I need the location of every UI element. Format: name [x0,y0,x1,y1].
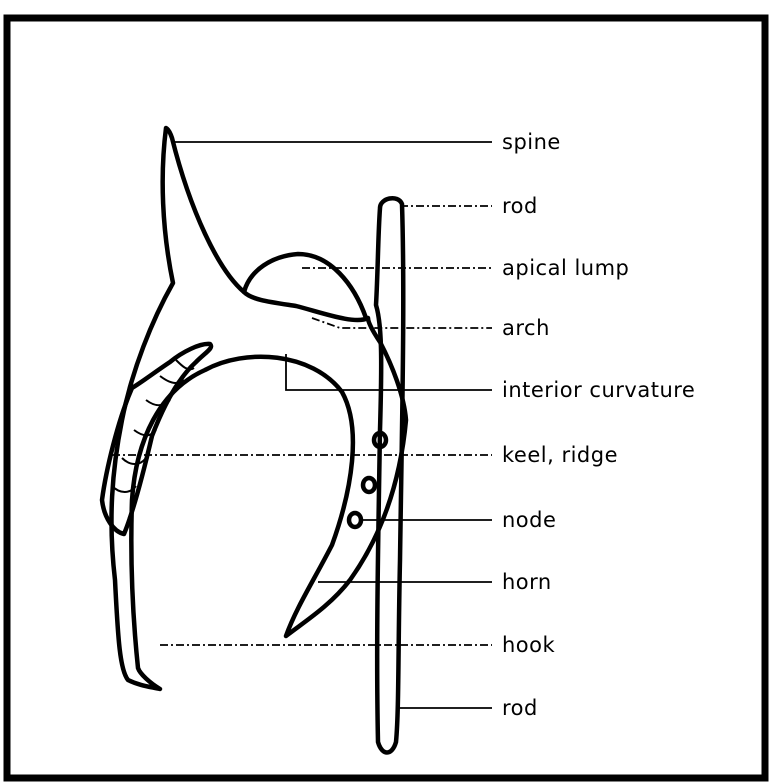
label-keel-ridge: keel, ridge [502,443,618,467]
label-hook: hook [502,633,556,657]
node-3 [349,513,361,527]
specimen-drawing [102,128,406,753]
label-interior-curvature: interior curvature [502,378,695,402]
label-node: node [502,508,556,532]
node-2 [363,478,375,492]
label-arch: arch [502,316,550,340]
label-horn: horn [502,570,552,594]
rod-outline [376,198,403,752]
label-rod-bottom: rod [502,696,538,720]
labels: spine rod apical lump arch interior curv… [502,130,695,720]
label-spine: spine [502,130,561,154]
specimen-body-outline [111,128,406,689]
label-apical-lump: apical lump [502,256,629,280]
keel-segment-divider-5 [122,458,146,464]
label-rod-top: rod [502,194,538,218]
